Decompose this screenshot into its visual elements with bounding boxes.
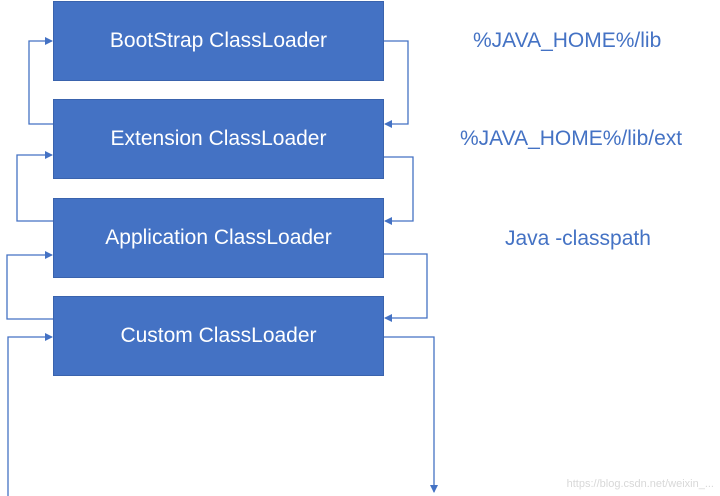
arrow-app-to-custom (384, 253, 428, 322)
arrow-bootstrap-to-ext (384, 40, 409, 128)
arrow-request-entry (7, 333, 53, 496)
custom-classloader-label: Custom ClassLoader (120, 324, 317, 347)
application-classloader-label: Application ClassLoader (105, 226, 332, 249)
bootstrap-path-label: %JAVA_HOME%/lib (473, 29, 662, 52)
arrow-custom-to-app (6, 251, 53, 320)
watermark: https://blog.csdn.net/weixin_... (566, 478, 714, 490)
arrow-custom-exit (384, 336, 438, 493)
arrow-ext-to-app (384, 156, 414, 225)
application-classloader-box: Application ClassLoader (53, 198, 384, 278)
extension-classloader-box: Extension ClassLoader (53, 99, 384, 179)
bootstrap-classloader-label: BootStrap ClassLoader (109, 29, 328, 52)
application-path-label: Java -classpath (505, 227, 651, 250)
bootstrap-classloader-box: BootStrap ClassLoader (53, 1, 384, 81)
custom-classloader-box: Custom ClassLoader (53, 296, 384, 376)
arrow-app-to-ext (16, 151, 53, 222)
extension-path-label: %JAVA_HOME%/lib/ext (460, 127, 683, 150)
extension-classloader-label: Extension ClassLoader (110, 127, 327, 150)
arrow-ext-to-bootstrap (28, 37, 53, 125)
